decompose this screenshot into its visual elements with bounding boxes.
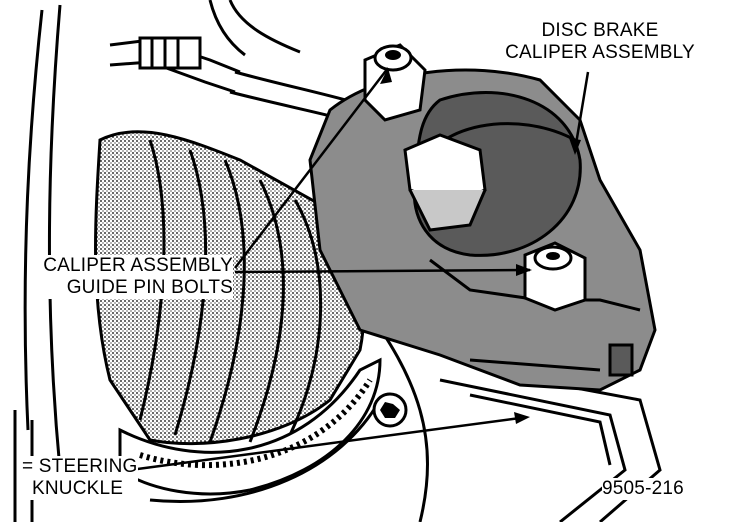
steering-knuckle-label-line-2: KNUCKLE	[32, 478, 124, 499]
arrowheads	[380, 68, 581, 424]
figure-number: 9505-216	[602, 478, 684, 500]
torx-fastener	[372, 392, 408, 428]
guide-pin-bolt-upper	[363, 43, 427, 122]
guide-pin-bolts-label-line-2: GUIDE PIN BOLTS	[66, 277, 233, 298]
guide-pin-bolt-lower	[523, 241, 587, 312]
banjo-bolt	[403, 133, 487, 232]
rotor-tone-ring	[118, 357, 382, 503]
leader-lines	[129, 67, 590, 472]
guide-pin-bolts-label: CALIPER ASSEMBLY GUIDE PIN BOLTS	[38, 255, 233, 299]
caliper-assembly-label: DISC BRAKE CALIPER ASSEMBLY	[500, 20, 700, 64]
steering-knuckle-label: = STEERING KNUCKLE	[22, 456, 138, 500]
caliper-assembly-label-line-1: DISC BRAKE	[541, 20, 659, 41]
caliper-assembly-label-line-2: CALIPER ASSEMBLY	[505, 42, 695, 63]
steering-knuckle-label-line-1: = STEERING	[22, 456, 138, 477]
guide-pin-bolts-label-line-1: CALIPER ASSEMBLY	[43, 255, 233, 276]
